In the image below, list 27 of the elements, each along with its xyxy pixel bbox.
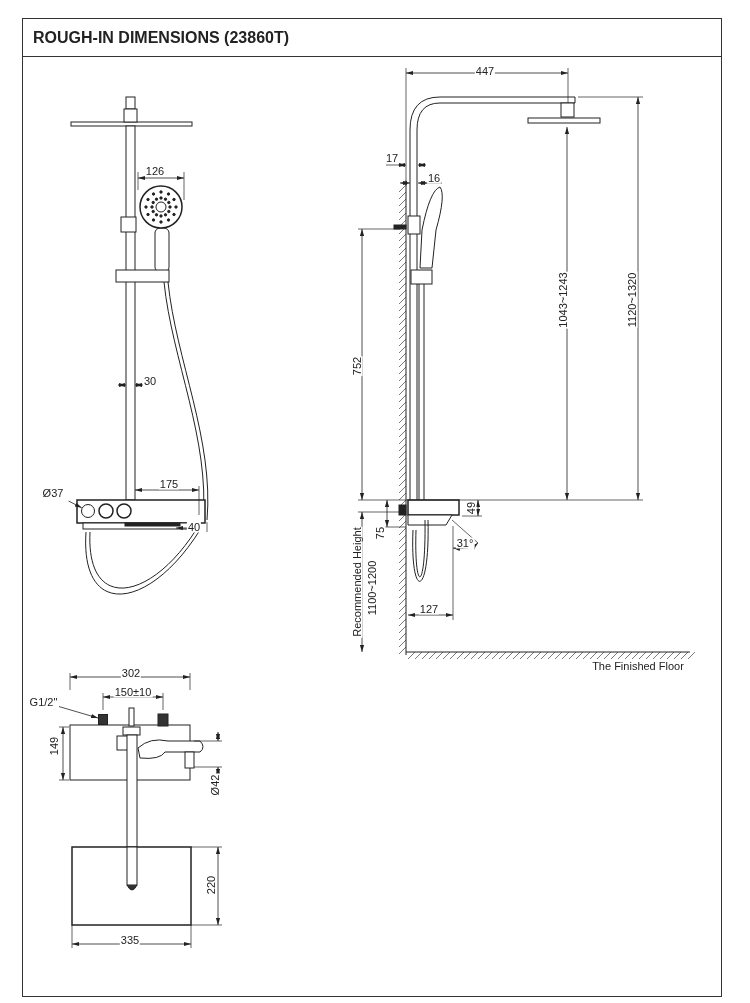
dimension-label: 220	[205, 874, 217, 896]
dimension-label: 31°	[455, 537, 475, 549]
dimension-label: 127	[418, 603, 440, 615]
dimension-label: The Finished Floor	[591, 660, 685, 672]
dimension-label: 17	[384, 152, 400, 164]
dimension-label: Ø42	[209, 773, 221, 797]
dimension-label: 30	[142, 375, 158, 387]
dimension-label: 16	[426, 172, 442, 184]
dimension-label: 40	[186, 521, 202, 533]
dimension-label: 126	[144, 165, 166, 177]
dimension-label: 752	[351, 355, 363, 377]
dimension-label: Recommended Height	[351, 526, 363, 638]
callout-text: Ø37	[42, 485, 64, 501]
dimension-label: 150±10	[113, 686, 153, 698]
dimension-label: 75	[374, 525, 386, 541]
dimension-label: 447	[474, 65, 496, 77]
dimension-label: 1120~1320	[626, 271, 638, 329]
callout-text: G1/2"	[29, 694, 58, 710]
inlet-fitting	[98, 714, 108, 725]
dimension-label: 149	[48, 735, 60, 757]
dimension-label: 335	[119, 934, 141, 946]
title: ROUGH-IN DIMENSIONS (23860T)	[33, 27, 290, 48]
dimension-label: 1100~1200	[366, 559, 378, 617]
dimension-label: 1043~1243	[557, 271, 569, 329]
dimension-label: 49	[465, 500, 477, 516]
dimension-label: 175	[158, 478, 180, 490]
dimension-label: 302	[120, 667, 142, 679]
